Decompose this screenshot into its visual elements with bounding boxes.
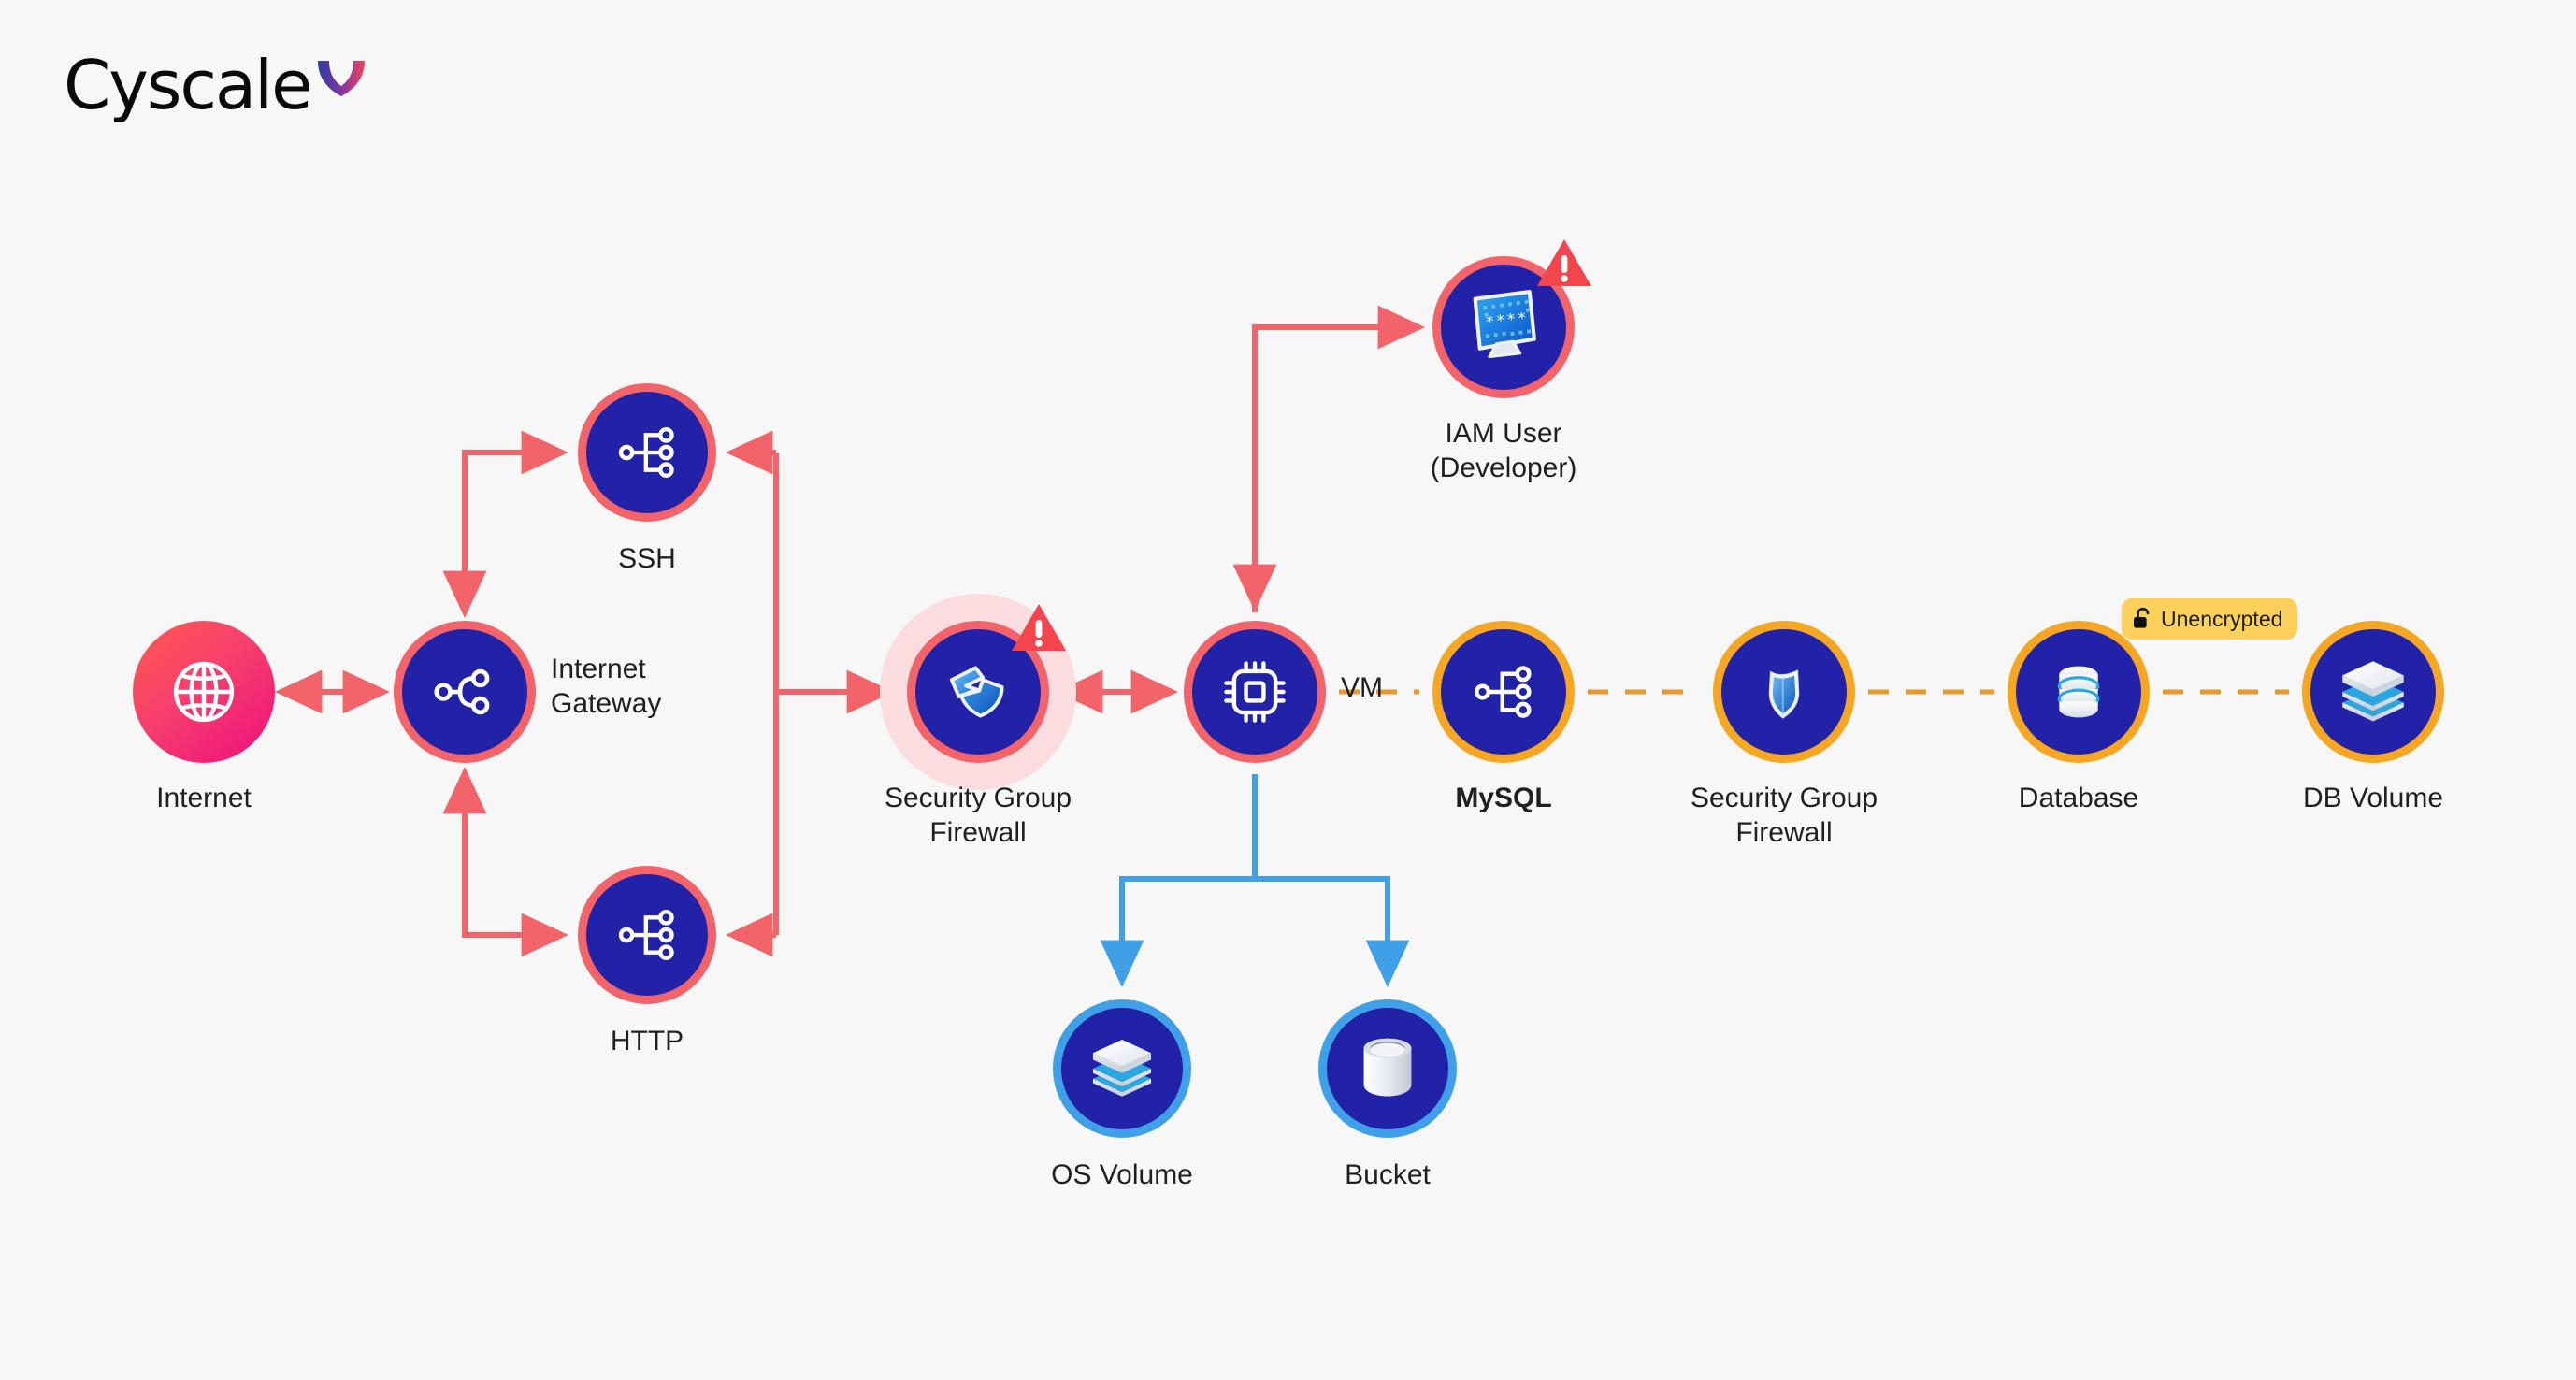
hierarchy-icon [1470,658,1537,726]
network-share-icon [430,657,499,726]
edge-group-info [1100,774,1410,987]
node-bucket-label: Bucket [1345,1159,1431,1190]
monitor-password-icon: * * * * [1461,287,1547,367]
warning-triangle-icon [1535,237,1593,290]
bucket-icon [1357,1034,1418,1103]
node-internet-gateway-circle[interactable] [394,621,536,763]
broken-shield-icon [940,654,1016,730]
node-database-label: Database [2018,783,2139,813]
node-internet-gateway-label: Internet Gateway [551,654,662,719]
node-security-group-firewall-2-circle[interactable] [1713,621,1855,763]
node-security-group-firewall-1-label: Security Group Firewall [884,783,1072,848]
svg-text:*: * [1518,309,1527,327]
brand-wordmark: Cyscale [64,46,312,124]
globe-icon [167,655,240,728]
warning-triangle-icon [1010,602,1068,654]
edge-vm-osvolume [1100,774,1258,987]
edge-igw-http [442,766,568,957]
database-icon [2042,655,2115,728]
cpu-chip-icon [1218,655,1291,728]
svg-text:*: * [1496,311,1505,330]
node-mysql-circle[interactable] [1432,621,1575,763]
node-os-volume-label: OS Volume [1051,1159,1193,1190]
node-internet-circle[interactable] [133,621,275,763]
node-os-volume-circle[interactable] [1053,999,1191,1138]
node-bucket-circle[interactable] [1318,999,1457,1138]
node-mysql-label: MySQL [1455,783,1552,813]
layers-icon [2335,655,2411,728]
edge-vm-bucket [1255,876,1410,987]
node-internet-label: Internet [156,783,252,813]
hierarchy-icon [614,902,680,968]
node-vm-label: VM [1341,672,1383,703]
edge-group-alert [274,305,1425,957]
status-badge-label: Unencrypted [2161,606,2283,631]
svg-text:*: * [1485,312,1494,331]
layers-icon [1086,1034,1158,1103]
node-iam-user-circle[interactable]: * * * * [1432,256,1575,398]
node-ssh-circle[interactable] [578,383,716,522]
cyscale-logo[interactable]: Cyscale [64,51,368,119]
status-badge-unencrypted[interactable]: Unencrypted [2122,598,2298,640]
node-iam-user-label: IAM User (Developer) [1430,418,1577,483]
node-db-volume-label: DB Volume [2302,783,2444,813]
node-vm-circle[interactable] [1184,621,1326,763]
open-padlock-icon [2133,607,2152,631]
node-db-volume-circle[interactable] [2302,621,2444,763]
node-database-circle[interactable] [2008,621,2150,763]
node-http-circle[interactable] [578,866,716,1004]
edge-igw-ssh [442,430,568,619]
node-security-group-firewall-2-label: Security Group Firewall [1690,783,1878,848]
svg-text:*: * [1506,310,1516,329]
hierarchy-icon [614,420,680,485]
node-ssh-label: SSH [618,543,676,574]
node-http-label: HTTP [610,1026,684,1057]
cyscale-swoosh-icon [316,59,368,102]
node-security-group-firewall-1-circle[interactable] [907,621,1049,763]
shield-icon [1747,654,1821,729]
